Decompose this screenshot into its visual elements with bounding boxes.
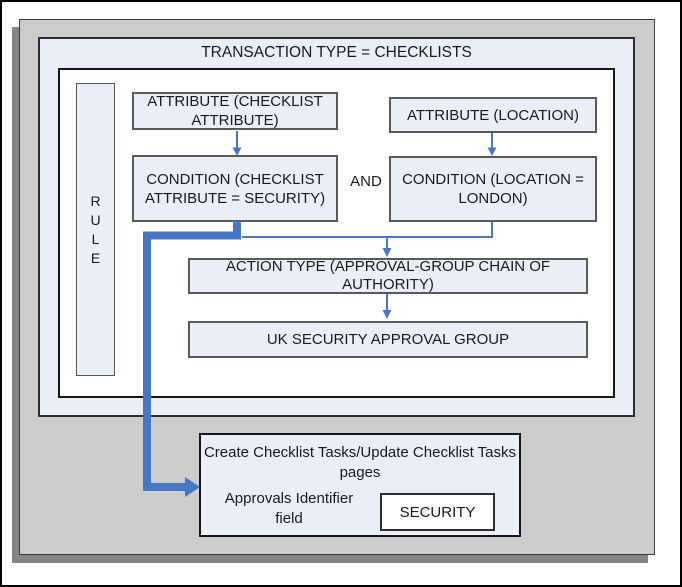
rule-label-box: R U L E — [76, 83, 115, 376]
transaction-type-title: TRANSACTION TYPE = CHECKLISTS — [201, 44, 472, 61]
approvals-identifier-value-box: SECURITY — [380, 493, 495, 531]
attribute-checklist-box: ATTRIBUTE (CHECKLIST ATTRIBUTE) — [132, 92, 338, 130]
condition-checklist-box: CONDITION (CHECKLIST ATTRIBUTE = SECURIT… — [132, 155, 338, 222]
checklist-tasks-pages-box: Create Checklist Tasks/Update Checklist … — [199, 433, 521, 537]
action-type-box: ACTION TYPE (APPROVAL-GROUP CHAIN OF AUT… — [188, 258, 588, 294]
approvals-identifier-field-label: Approvals Identifier field — [224, 490, 354, 527]
approval-group-box: UK SECURITY APPROVAL GROUP — [188, 321, 588, 358]
condition-location-box: CONDITION (LOCATION = LONDON) — [389, 156, 597, 222]
attribute-location-box: ATTRIBUTE (LOCATION) — [389, 97, 597, 133]
checklist-tasks-pages-title: Create Checklist Tasks/Update Checklist … — [203, 444, 517, 481]
and-operator-label: AND — [350, 173, 382, 190]
